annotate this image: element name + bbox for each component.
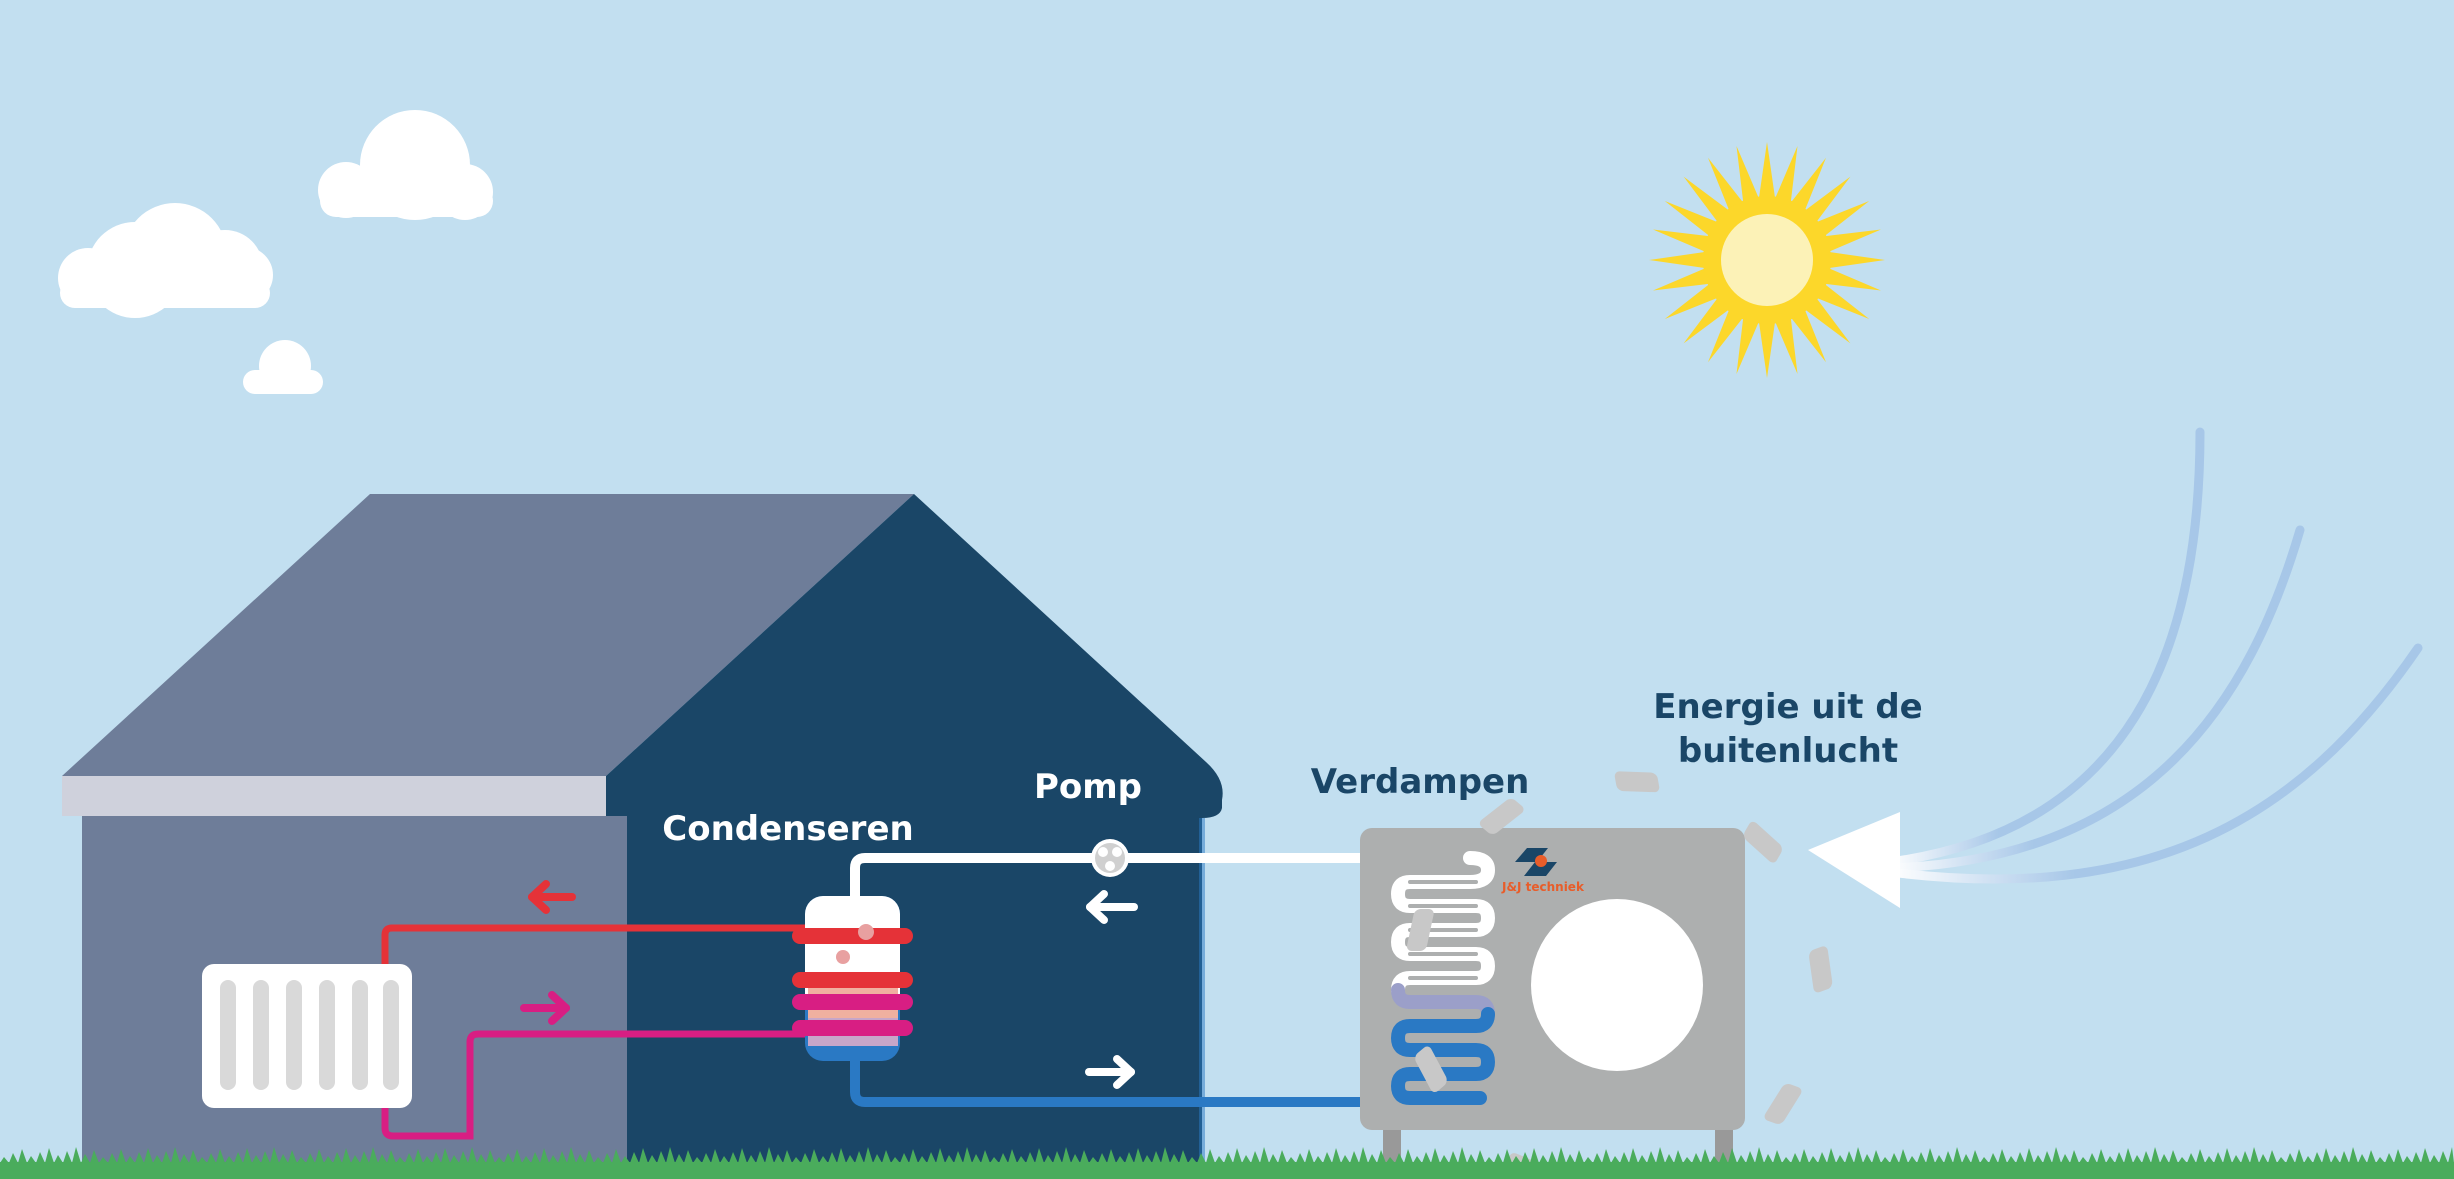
cloud-medium	[318, 110, 493, 220]
fan-blade	[1744, 821, 1782, 863]
cloud-small	[243, 340, 323, 394]
house-eave	[62, 776, 607, 816]
refrigerant-cold-line	[850, 1060, 1480, 1107]
house-wall-edge	[1199, 818, 1205, 1169]
return-flow-arrow-icon	[520, 991, 570, 1025]
house-roof-left	[62, 494, 914, 776]
brand-logo-icon	[1515, 848, 1557, 876]
label-energie-line2: buitenlucht	[1678, 731, 1898, 771]
label-condenseren: Condenseren	[662, 809, 913, 849]
grass	[0, 1147, 2454, 1179]
fan-blade	[1407, 909, 1434, 951]
fan-blade	[1764, 1083, 1802, 1124]
pump-icon	[1091, 839, 1129, 877]
hot-flow-arrow-icon	[528, 880, 576, 914]
hot-water-pipe	[381, 924, 805, 964]
refrigerant-return-arrow-icon	[1086, 890, 1138, 924]
condenser-icon	[792, 896, 913, 1061]
label-energie-line1: Energie uit de	[1653, 687, 1923, 727]
label-pomp: Pomp	[1034, 767, 1142, 807]
brand-name: J&J techniek	[1501, 880, 1585, 894]
refrigerant-forward-arrow-icon	[1085, 1055, 1135, 1089]
label-verdampen: Verdampen	[1311, 762, 1530, 802]
fan-blade	[1415, 1046, 1447, 1093]
cloud-large	[58, 203, 273, 318]
fan-blade	[1614, 771, 1660, 793]
house-dark-section	[606, 494, 1223, 1169]
fan-blade	[1809, 946, 1833, 993]
wind-arrow-icon	[1808, 812, 1900, 908]
fan-blade	[1479, 799, 1524, 834]
sun-icon	[1649, 142, 1885, 378]
wind-lines	[1885, 427, 2423, 884]
return-water-pipe	[381, 1030, 805, 1140]
radiator-icon	[202, 964, 412, 1108]
refrigerant-hot-line	[850, 853, 1470, 900]
